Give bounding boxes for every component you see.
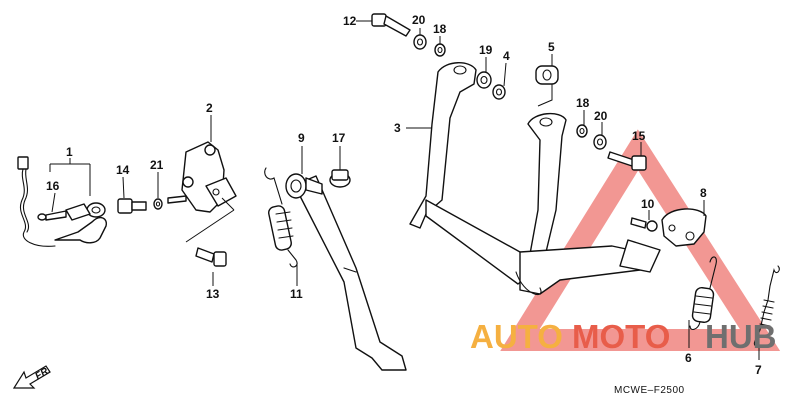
- bolt-17: [329, 169, 351, 188]
- watermark-word-hub: HUB: [705, 318, 777, 355]
- callout-20-top: 20: [412, 13, 426, 27]
- callout-1: 1: [66, 145, 73, 159]
- bracket-8: [661, 208, 707, 247]
- shaft: [167, 195, 187, 204]
- callout-21: 21: [150, 158, 164, 172]
- callout-13: 13: [206, 287, 220, 301]
- watermark-word-moto: MOTO: [572, 318, 670, 355]
- callout-10: 10: [641, 197, 655, 211]
- callout-18-mid: 18: [576, 96, 590, 110]
- bolt-14: [117, 198, 147, 214]
- callout-2: 2: [206, 101, 213, 115]
- callout-16: 16: [46, 179, 60, 193]
- bolt-16: [37, 210, 67, 221]
- watermark-text: AUTO MOTO HUB: [470, 318, 777, 355]
- side-stand-switch: [17, 156, 107, 247]
- callout-20-mid: 20: [594, 109, 608, 123]
- watermark-word-auto: AUTO: [470, 318, 563, 355]
- stand-spring-7: [753, 265, 780, 347]
- callout-6: 6: [685, 351, 692, 365]
- washer-18-top: [434, 43, 446, 57]
- bolt-15: [607, 151, 647, 171]
- stand-spring-6: [689, 256, 717, 331]
- callout-5: 5: [548, 40, 555, 54]
- leader-lines: [49, 20, 760, 360]
- callout-11: 11: [290, 287, 303, 301]
- front-arrow-icon: FR.: [12, 364, 53, 389]
- callout-3: 3: [394, 121, 401, 135]
- bolt-10: [630, 217, 658, 232]
- washer-20-mid: [593, 134, 607, 150]
- callout-14: 14: [116, 163, 130, 177]
- diagram-code: MCWE–F2500: [614, 385, 685, 396]
- bolt-12: [371, 13, 411, 37]
- callout-9: 9: [298, 131, 305, 145]
- washer-20-top: [413, 34, 427, 50]
- washer-21: [153, 198, 163, 210]
- main-stand: [409, 62, 661, 296]
- callout-15: 15: [632, 129, 646, 143]
- callout-18-top: 18: [433, 22, 447, 36]
- bracket-2: [181, 141, 237, 213]
- callout-12: 12: [343, 14, 357, 28]
- collar-4: [492, 84, 506, 100]
- bushing-19: [476, 71, 492, 89]
- washer-18-mid: [576, 124, 588, 138]
- callout-4: 4: [503, 49, 510, 63]
- watermark-logo: [500, 129, 781, 351]
- bolt-13: [195, 247, 227, 267]
- callout-8: 8: [700, 186, 707, 200]
- callout-17: 17: [332, 131, 346, 145]
- side-stand: [285, 173, 407, 371]
- callout-19: 19: [479, 43, 493, 57]
- bushing-5: [535, 65, 559, 85]
- callout-7: 7: [755, 363, 762, 377]
- side-stand-spring: [264, 167, 298, 268]
